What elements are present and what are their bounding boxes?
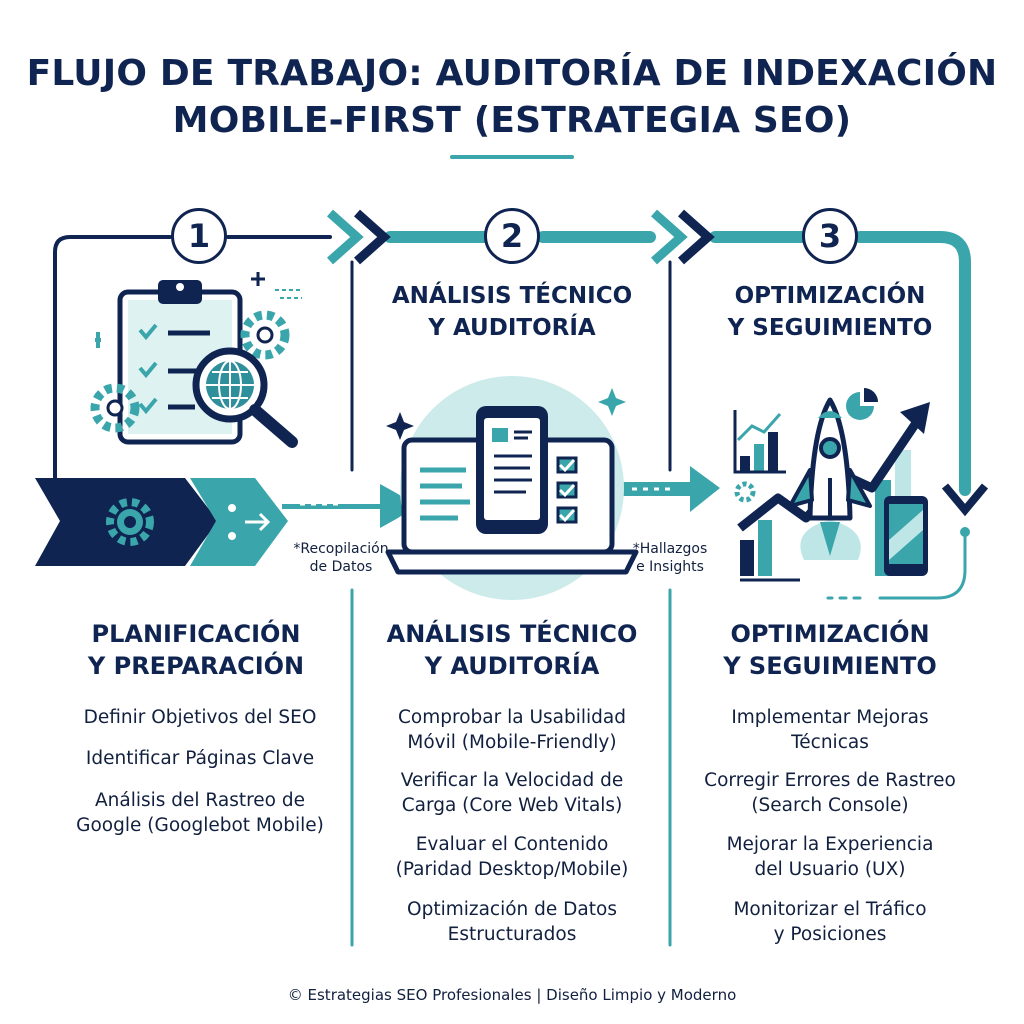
step-3-item: Implementar Mejoras Técnicas bbox=[731, 707, 929, 753]
arrow-down-icon bbox=[941, 483, 989, 517]
step-2-top-heading: ANÁLISIS TÉCNICO Y AUDITORÍA bbox=[391, 283, 633, 341]
gear-icon bbox=[106, 498, 154, 546]
chevron-right-icon bbox=[327, 209, 715, 265]
clipboard-checklist-magnifier-icon bbox=[90, 272, 302, 448]
page-title: FLUJO DE TRABAJO: AUDITORÍA DE INDEXACIÓ… bbox=[0, 50, 1024, 144]
step-3-heading: OPTIMIZACIÓN Y SEGUIMIENTO bbox=[723, 620, 937, 680]
step-3-top-heading: OPTIMIZACIÓN Y SEGUIMIENTO bbox=[727, 283, 933, 341]
title-line-2: MOBILE-FIRST (ESTRATEGIA SEO) bbox=[172, 100, 852, 141]
transition-note-2: *Hallazgos e Insights bbox=[632, 541, 708, 575]
step-2-item: Comprobar la Usabilidad Móvil (Mobile-Fr… bbox=[398, 707, 626, 753]
step-2-item: Evaluar el Contenido (Paridad Desktop/Mo… bbox=[395, 834, 629, 880]
title-underline bbox=[450, 155, 574, 159]
arrow-right-icon bbox=[228, 504, 271, 540]
step-1-item: Análisis del Rastreo de Google (Googlebo… bbox=[76, 790, 324, 836]
step-3-item: Monitorizar el Tráfico y Posiciones bbox=[733, 899, 927, 945]
step-number-2: 2 bbox=[484, 208, 540, 264]
transition-note-1: *Recopilación de Datos bbox=[293, 541, 389, 575]
step-1-item: Identificar Páginas Clave bbox=[85, 748, 315, 769]
step-number-3: 3 bbox=[802, 208, 858, 264]
title-line-1: FLUJO DE TRABAJO: AUDITORÍA DE INDEXACIÓ… bbox=[26, 53, 998, 94]
transition-arrow-2 bbox=[620, 466, 720, 512]
step-1-heading: PLANIFICACIÓN Y PREPARACIÓN bbox=[87, 620, 305, 680]
flow-connectors bbox=[53, 231, 971, 947]
step-2-item: Optimización de Datos Estructurados bbox=[407, 899, 617, 945]
step-3-item: Mejorar la Experiencia del Usuario (UX) bbox=[726, 834, 934, 880]
step-1-item: Definir Objetivos del SEO bbox=[83, 707, 317, 728]
footer: © Estrategias SEO Profesionales | Diseño… bbox=[287, 986, 737, 1004]
step-number-1: 1 bbox=[171, 208, 227, 264]
step-2-heading: ANÁLISIS TÉCNICO Y AUDITORÍA bbox=[386, 620, 638, 680]
rocket-growth-chart-icon bbox=[733, 388, 930, 582]
step-2-item: Verificar la Velocidad de Carga (Core We… bbox=[400, 770, 624, 816]
transition-arrow-1 bbox=[282, 484, 416, 528]
laptop-mobile-checklist-icon bbox=[385, 376, 639, 600]
step-3-item: Corregir Errores de Rastreo (Search Cons… bbox=[704, 770, 956, 816]
